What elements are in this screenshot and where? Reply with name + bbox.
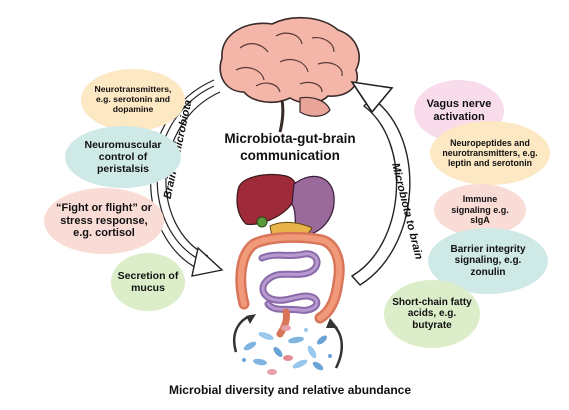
bubble-peristalsis: Neuromuscular control of peristalsis bbox=[65, 126, 181, 188]
bubble-vagus-nerve-text: Vagus nerve activation bbox=[426, 98, 492, 123]
microbiota-to-brain-arrowhead bbox=[350, 80, 394, 114]
bubble-neurotransmitters: Neurotransmitters, e.g. serotonin and do… bbox=[81, 69, 185, 131]
bottom-caption: Microbial diversity and relative abundan… bbox=[168, 383, 412, 397]
bubble-neurotransmitters-text: Neurotransmitters, e.g. serotonin and do… bbox=[94, 84, 172, 114]
bubble-neuropeptides-text: Neuropeptides and neurotransmitters, e.g… bbox=[442, 137, 538, 169]
bubble-mucus: Secretion of mucus bbox=[111, 253, 185, 311]
bubble-stress-response: “Fight or flight” or stress response, e.… bbox=[44, 188, 164, 254]
bubble-stress-response-text: “Fight or flight” or stress response, e.… bbox=[56, 202, 152, 240]
bubble-neuropeptides: Neuropeptides and neurotransmitters, e.g… bbox=[430, 121, 550, 185]
digestive-organs-illustration bbox=[236, 173, 335, 240]
bubble-short-chain-fatty-acids-text: Short-chain fatty acids, e.g. butyrate bbox=[392, 296, 472, 331]
brain-to-microbiota-arrowhead bbox=[191, 246, 224, 277]
bubble-mucus-text: Secretion of mucus bbox=[117, 269, 179, 294]
bubble-barrier-integrity: Barrier integrity signaling, e.g. zonuli… bbox=[428, 228, 548, 294]
bubble-short-chain-fatty-acids: Short-chain fatty acids, e.g. butyrate bbox=[384, 280, 480, 348]
intestines-illustration bbox=[235, 231, 345, 338]
bubble-immune-signaling-text: Immune signaling e.g. sIgA bbox=[451, 194, 509, 226]
bubble-peristalsis-text: Neuromuscular control of peristalsis bbox=[84, 138, 162, 176]
microbes-illustration bbox=[233, 314, 344, 375]
diagram-title: Microbiota-gut-brain communication bbox=[224, 131, 356, 163]
brain-illustration bbox=[219, 16, 360, 133]
bubble-barrier-integrity-text: Barrier integrity signaling, e.g. zonuli… bbox=[450, 243, 526, 278]
bubble-immune-signaling: Immune signaling e.g. sIgA bbox=[434, 184, 526, 236]
